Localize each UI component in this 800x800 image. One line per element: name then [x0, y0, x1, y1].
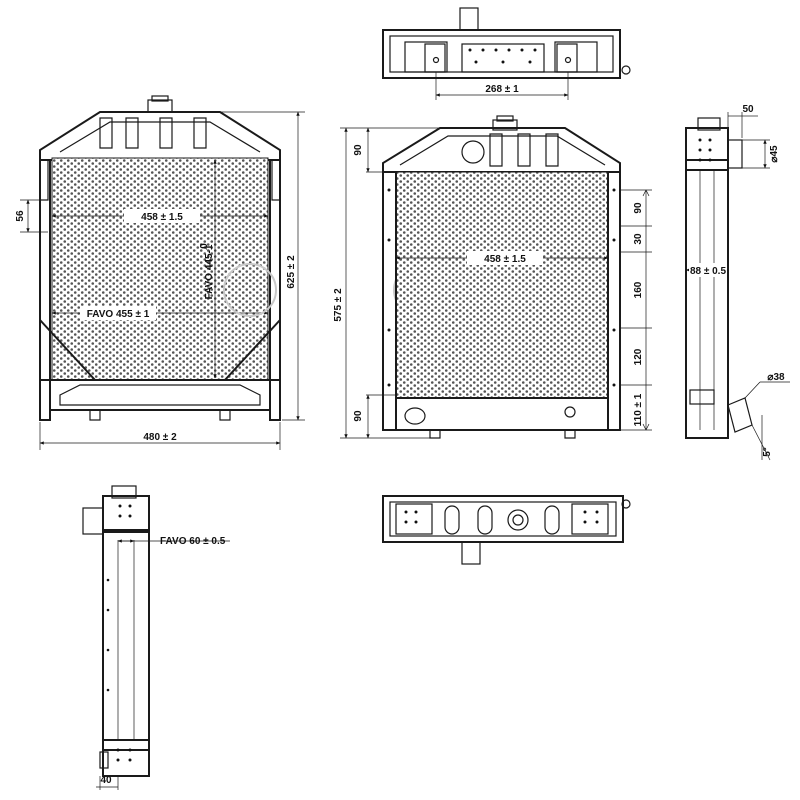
dim-side-30: 30	[633, 233, 644, 245]
side-view: 50 ⌀45 88 ± 0.5 ⌀38 5°	[685, 104, 790, 461]
dim-fin-height-zero: 0	[199, 243, 210, 249]
dim-outlet-angle: 5°	[762, 447, 773, 457]
dim-total-height-right: 575 ± 2	[333, 288, 344, 322]
top-view: 268 ± 1	[382, 7, 631, 100]
dim-bracket-offset: 56	[15, 210, 26, 222]
dim-side-110: 110 ± 1	[633, 393, 644, 426]
front-view-left: 458 ± 1.5 FAVO 455 ± 1 0 FAVO 445-1 625 …	[15, 95, 305, 450]
dim-fin-depth: FAVO 60 ± 0.5	[160, 536, 226, 547]
dim-side-160: 160	[633, 281, 644, 298]
dim-fin-height: FAVO 445-1	[204, 244, 215, 299]
dim-fin-width: FAVO 455 ± 1	[87, 309, 150, 320]
dim-bottom-offset: 40	[100, 775, 112, 786]
dim-total-width: 480 ± 2	[143, 432, 177, 443]
dim-core-width-right: 458 ± 1.5	[484, 254, 526, 265]
dim-outlet-diameter: ⌀38	[767, 372, 785, 383]
dim-side-120: 120	[633, 348, 644, 365]
front-view-right: 458 ± 1.5 575 ± 2 90 90 90 30 160 120 11…	[333, 115, 652, 439]
dim-inlet-diameter: ⌀45	[769, 145, 780, 163]
bottom-view	[382, 495, 631, 565]
dim-depth: 88 ± 0.5	[690, 266, 727, 277]
dim-inlet-offset: 50	[742, 104, 754, 115]
dim-side-90: 90	[633, 202, 644, 214]
dim-core-width-left: 458 ± 1.5	[141, 212, 183, 223]
dim-bottom-tank-height: 90	[353, 410, 364, 422]
dim-hole-spacing: 268 ± 1	[485, 84, 519, 95]
side-view-2: FAVO 60 ± 0.5 40	[82, 485, 230, 790]
dim-total-height-left: 625 ± 2	[286, 255, 297, 289]
dim-top-tank-height: 90	[353, 144, 364, 156]
